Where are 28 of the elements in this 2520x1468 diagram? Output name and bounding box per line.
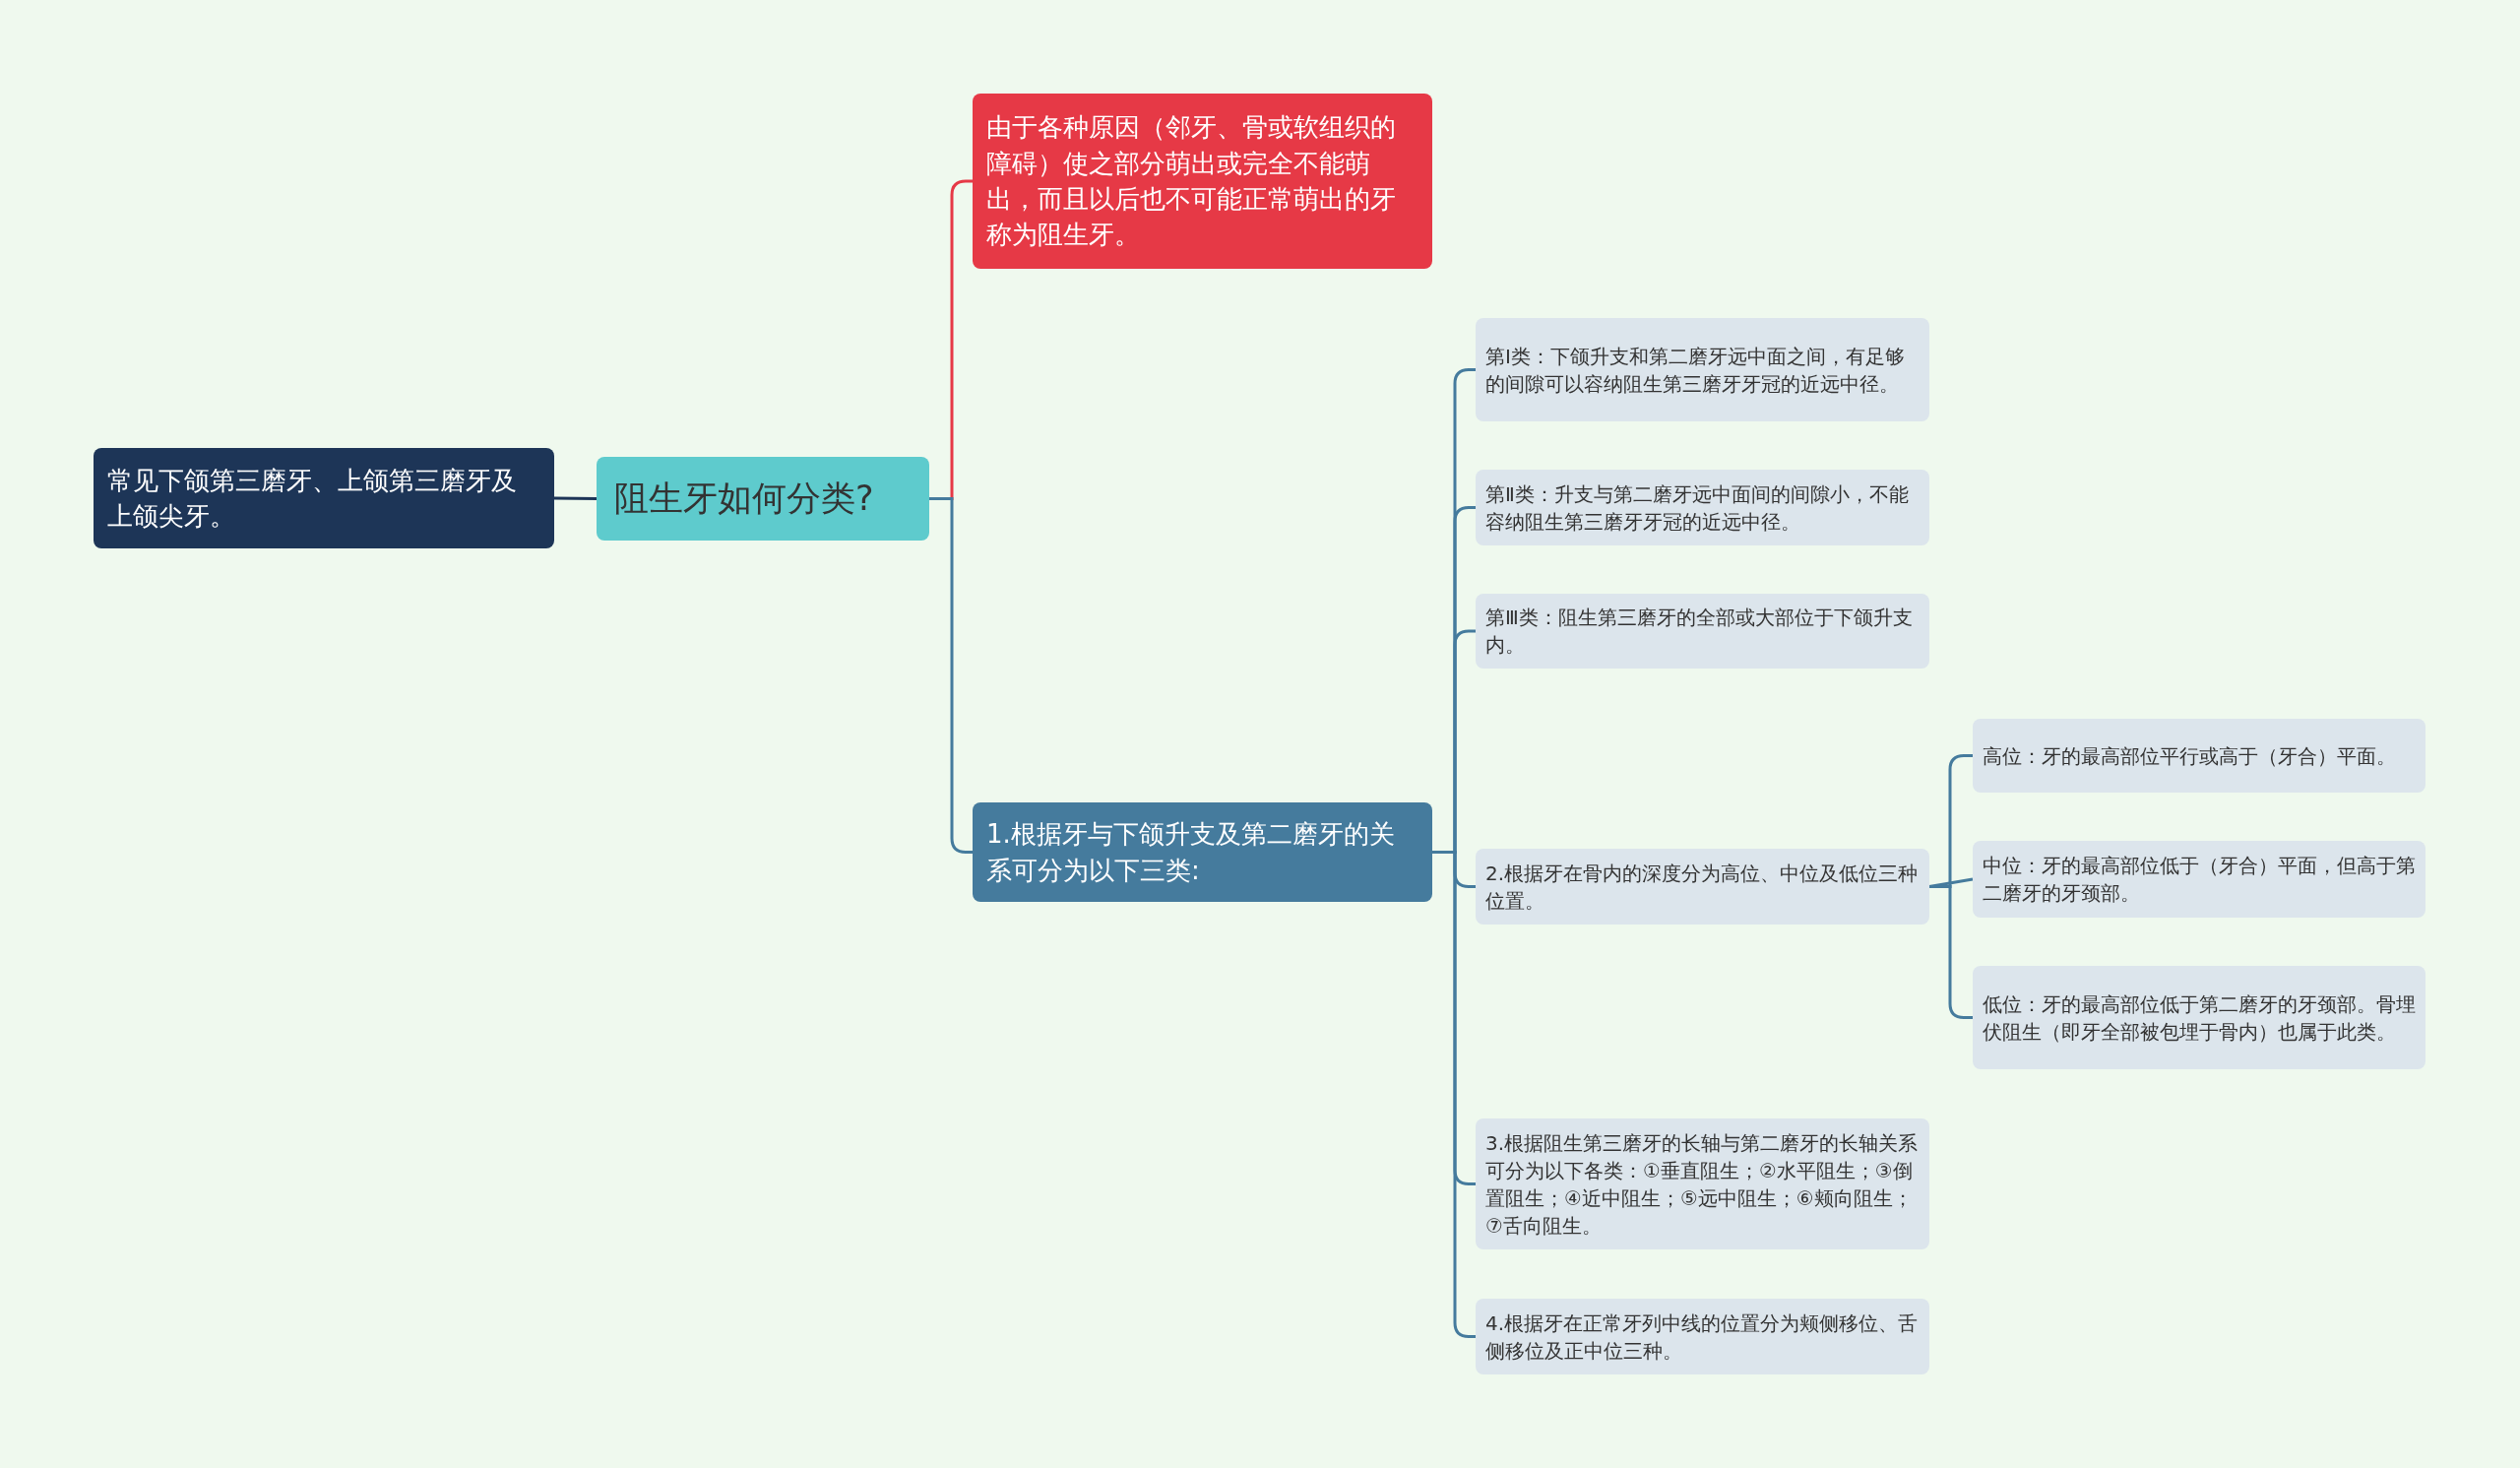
node-text: 第Ⅱ类：升支与第二磨牙远中面间的间隙小，不能容纳阻生第三磨牙牙冠的近远中径。 (1485, 480, 1910, 536)
node-text: 2.根据牙在骨内的深度分为高位、中位及低位三种位置。 (1485, 860, 1920, 915)
connector-line (1929, 885, 1973, 1019)
node-text: 阻生牙如何分类? (614, 478, 874, 520)
node-text: 由于各种原因（邻牙、骨或软组织的障碍）使之部分萌出或完全不能萌出，而且以后也不可能正常萌出的牙称为阻生牙。 (986, 111, 1397, 252)
subtopic-box (1476, 849, 1929, 925)
node-text: 第Ⅲ类：阻生第三磨牙的全部或大部位于下颌升支内。 (1485, 605, 1914, 659)
node-text: 中位：牙的最高部位低于（牙合）平面，但高于第二磨牙的牙颈部。 (1983, 853, 2416, 907)
node-text: 3.根据阻生第三磨牙的长轴与第二磨牙的长轴关系可分为以下各类：①垂直阻生；②水平阻生；③倒置阻生；④近中阻生；⑤远中阻生；⑥颊向阻生；⑦舌向阻生。 (1485, 1129, 1920, 1240)
node-text: 第Ⅰ类：下颌升支和第二磨牙远中面之间，有足够的间隙可以容纳阻生第三磨牙牙冠的近远中径。 (1485, 343, 1906, 398)
topic-box (94, 448, 554, 548)
node-text: 低位：牙的最高部位低于第二磨牙的牙颈部。骨埋伏阻生（即牙全部被包埋于骨内）也属于此类。 (1983, 990, 2416, 1046)
node-text: 常见下颌第三磨牙、上颌第三磨牙及上颌尖牙。 (107, 464, 518, 533)
connector-line (554, 496, 597, 500)
topic-box (973, 802, 1432, 902)
node-text: 1.根据牙与下颌升支及第二磨牙的关系可分为以下三类: (986, 818, 1396, 887)
subtopic-box (1973, 841, 2426, 918)
definition-box (973, 94, 1432, 269)
subtopic-box (1476, 1118, 1929, 1249)
subtopic-box (1476, 1299, 1929, 1374)
subtopic-box (1973, 966, 2426, 1069)
node-text: 高位：牙的最高部位平行或高于（牙合）平面。 (1983, 742, 2396, 770)
subtopic-box (1476, 594, 1929, 669)
subtopic-box (1973, 719, 2426, 793)
subtopic-box (1476, 318, 1929, 421)
subtopic-box (1476, 470, 1929, 545)
node-text: 4.根据牙在正常牙列中线的位置分为颊侧移位、舌侧移位及正中位三种。 (1485, 1309, 1920, 1365)
central-topic-box (597, 457, 929, 541)
